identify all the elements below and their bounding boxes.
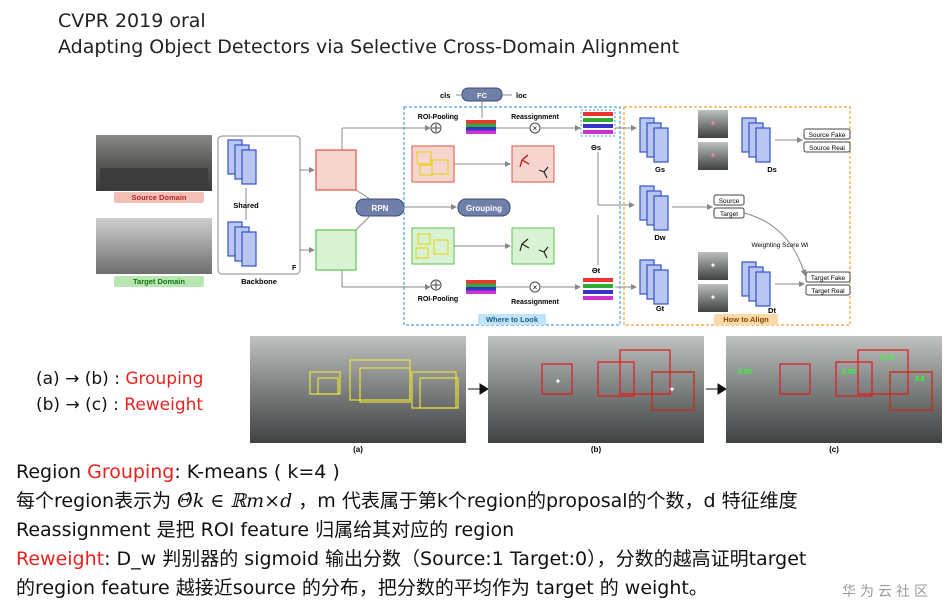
svg-text:✦: ✦ xyxy=(710,261,717,270)
backbone-label: Backbone xyxy=(241,277,277,286)
cls-label: cls xyxy=(440,91,450,100)
title-block: CVPR 2019 oral Adapting Object Detectors… xyxy=(58,8,679,60)
score-3: 0.78 xyxy=(880,355,894,362)
score-4: 0.8 xyxy=(915,376,925,383)
watermark: 华为云社区 xyxy=(842,584,932,600)
theta-t-label: Θt xyxy=(592,266,601,275)
source-real-box xyxy=(803,141,851,153)
source-box xyxy=(713,194,745,206)
score-2: 0.55 xyxy=(842,369,856,376)
grouping-node xyxy=(457,198,511,217)
target-region-features xyxy=(583,278,613,300)
gs-output-bottom xyxy=(698,142,728,170)
reassignment-bottom-label: Reassignment xyxy=(511,299,560,306)
target-fake-label: Target Fake xyxy=(811,275,846,282)
svg-text:✦: ✦ xyxy=(710,119,717,128)
target-image xyxy=(96,218,212,274)
target-domain-badge xyxy=(114,276,204,287)
panel-c-image xyxy=(726,336,942,443)
panel-a-image xyxy=(250,336,466,443)
gs-label: Gs xyxy=(655,165,665,174)
roi-pooling-bottom-label: ROI-Pooling xyxy=(418,296,458,303)
how-to-align-label: How to Align xyxy=(723,315,769,324)
target-grouped xyxy=(511,227,555,265)
source-grouped xyxy=(511,145,555,183)
where-to-look-label: Where to Look xyxy=(486,315,539,324)
dt-label: Dt xyxy=(768,306,776,315)
weighting-score-label: Weighting Score Wi xyxy=(752,242,809,249)
paper-title: Adapting Object Detectors via Selective … xyxy=(58,36,680,58)
gs-output-top xyxy=(698,110,728,138)
source-real-label: Source Real xyxy=(809,145,845,152)
svg-text:✦: ✦ xyxy=(555,377,562,386)
panel-a-label: (a) xyxy=(353,445,363,454)
note-region-repr: 每个region表示为 Θ̂k ∈ ℝm×d ，m 代表属于第k个region的… xyxy=(16,490,798,512)
source-fake-box xyxy=(803,128,851,140)
target-label: Target xyxy=(720,211,738,218)
shared-label: Shared xyxy=(233,201,259,210)
reassign-bottom-op xyxy=(529,281,541,293)
target-fake-box xyxy=(805,271,851,283)
backbone-f-label: F xyxy=(292,265,297,272)
grouping-node-label: Grouping xyxy=(466,204,502,213)
target-feature-map xyxy=(315,229,357,271)
svg-text:×: × xyxy=(533,283,538,292)
svg-text:✦: ✦ xyxy=(710,293,717,302)
conference-label: CVPR 2019 oral xyxy=(58,10,206,32)
gt-output-top xyxy=(698,252,728,280)
how-to-align-badge xyxy=(714,314,778,325)
reassignment-top-label: Reassignment xyxy=(511,114,560,121)
reassign-top-op xyxy=(529,122,541,134)
dw-label: Dw xyxy=(654,233,665,242)
steps-legend: (a) → (b) : Grouping (b) → (c) : Reweigh… xyxy=(36,366,203,418)
panel-b-image xyxy=(488,336,704,443)
svg-text:✦: ✦ xyxy=(710,151,717,160)
architecture-figure: Source Domain Target Domain Shared F Bac… xyxy=(96,87,942,454)
svg-text:✦: ✦ xyxy=(669,385,676,394)
arrow-b-c xyxy=(706,383,727,395)
backbone-box xyxy=(217,135,301,275)
step-reweight: (b) → (c) : Reweight xyxy=(36,395,204,415)
gt-label: Gt xyxy=(656,304,665,313)
ds-label: Ds xyxy=(767,165,777,174)
source-fake-label: Source Fake xyxy=(809,132,846,139)
step-grouping: (a) → (b) : Grouping xyxy=(36,369,204,389)
roi-pooling-top-label: ROI-Pooling xyxy=(418,114,458,121)
note-grouping: Region Grouping: K-means ( k=4 ) xyxy=(16,461,340,483)
panel-b-label: (b) xyxy=(591,445,602,454)
theta-s-label: Θs xyxy=(591,143,601,152)
where-to-look-badge xyxy=(478,314,546,325)
gt-output-bottom xyxy=(698,284,728,312)
source-domain-badge xyxy=(114,192,204,203)
source-domain-label: Source Domain xyxy=(131,193,186,202)
note-weight: 的region feature 越接近source 的分布，把分数的平均作为 t… xyxy=(16,577,708,599)
note-reassignment: Reassignment 是把 ROI feature 归属给其对应的 regi… xyxy=(16,519,515,541)
note-reweight: Reweight: D_w 判别器的 sigmoid 输出分数（Source:1… xyxy=(16,548,807,570)
source-label: Source xyxy=(719,198,740,205)
source-region-features xyxy=(580,109,616,137)
notes: Region Grouping: K-means ( k=4 ) 每个regio… xyxy=(16,458,946,603)
loc-label: loc xyxy=(516,91,527,100)
svg-text:×: × xyxy=(533,124,538,133)
region-formula: Θ̂k ∈ ℝm×d xyxy=(177,490,293,512)
target-domain-label: Target Domain xyxy=(133,277,185,286)
source-feature-map xyxy=(315,149,357,191)
rpn-label: RPN xyxy=(372,204,389,213)
fc-label: FC xyxy=(477,91,488,100)
panel-c-label: (c) xyxy=(829,445,839,454)
arrow-a-b xyxy=(468,383,489,395)
target-real-box xyxy=(805,284,851,296)
score-1: 0.55 xyxy=(738,369,752,376)
target-real-label: Target Real xyxy=(811,288,845,295)
